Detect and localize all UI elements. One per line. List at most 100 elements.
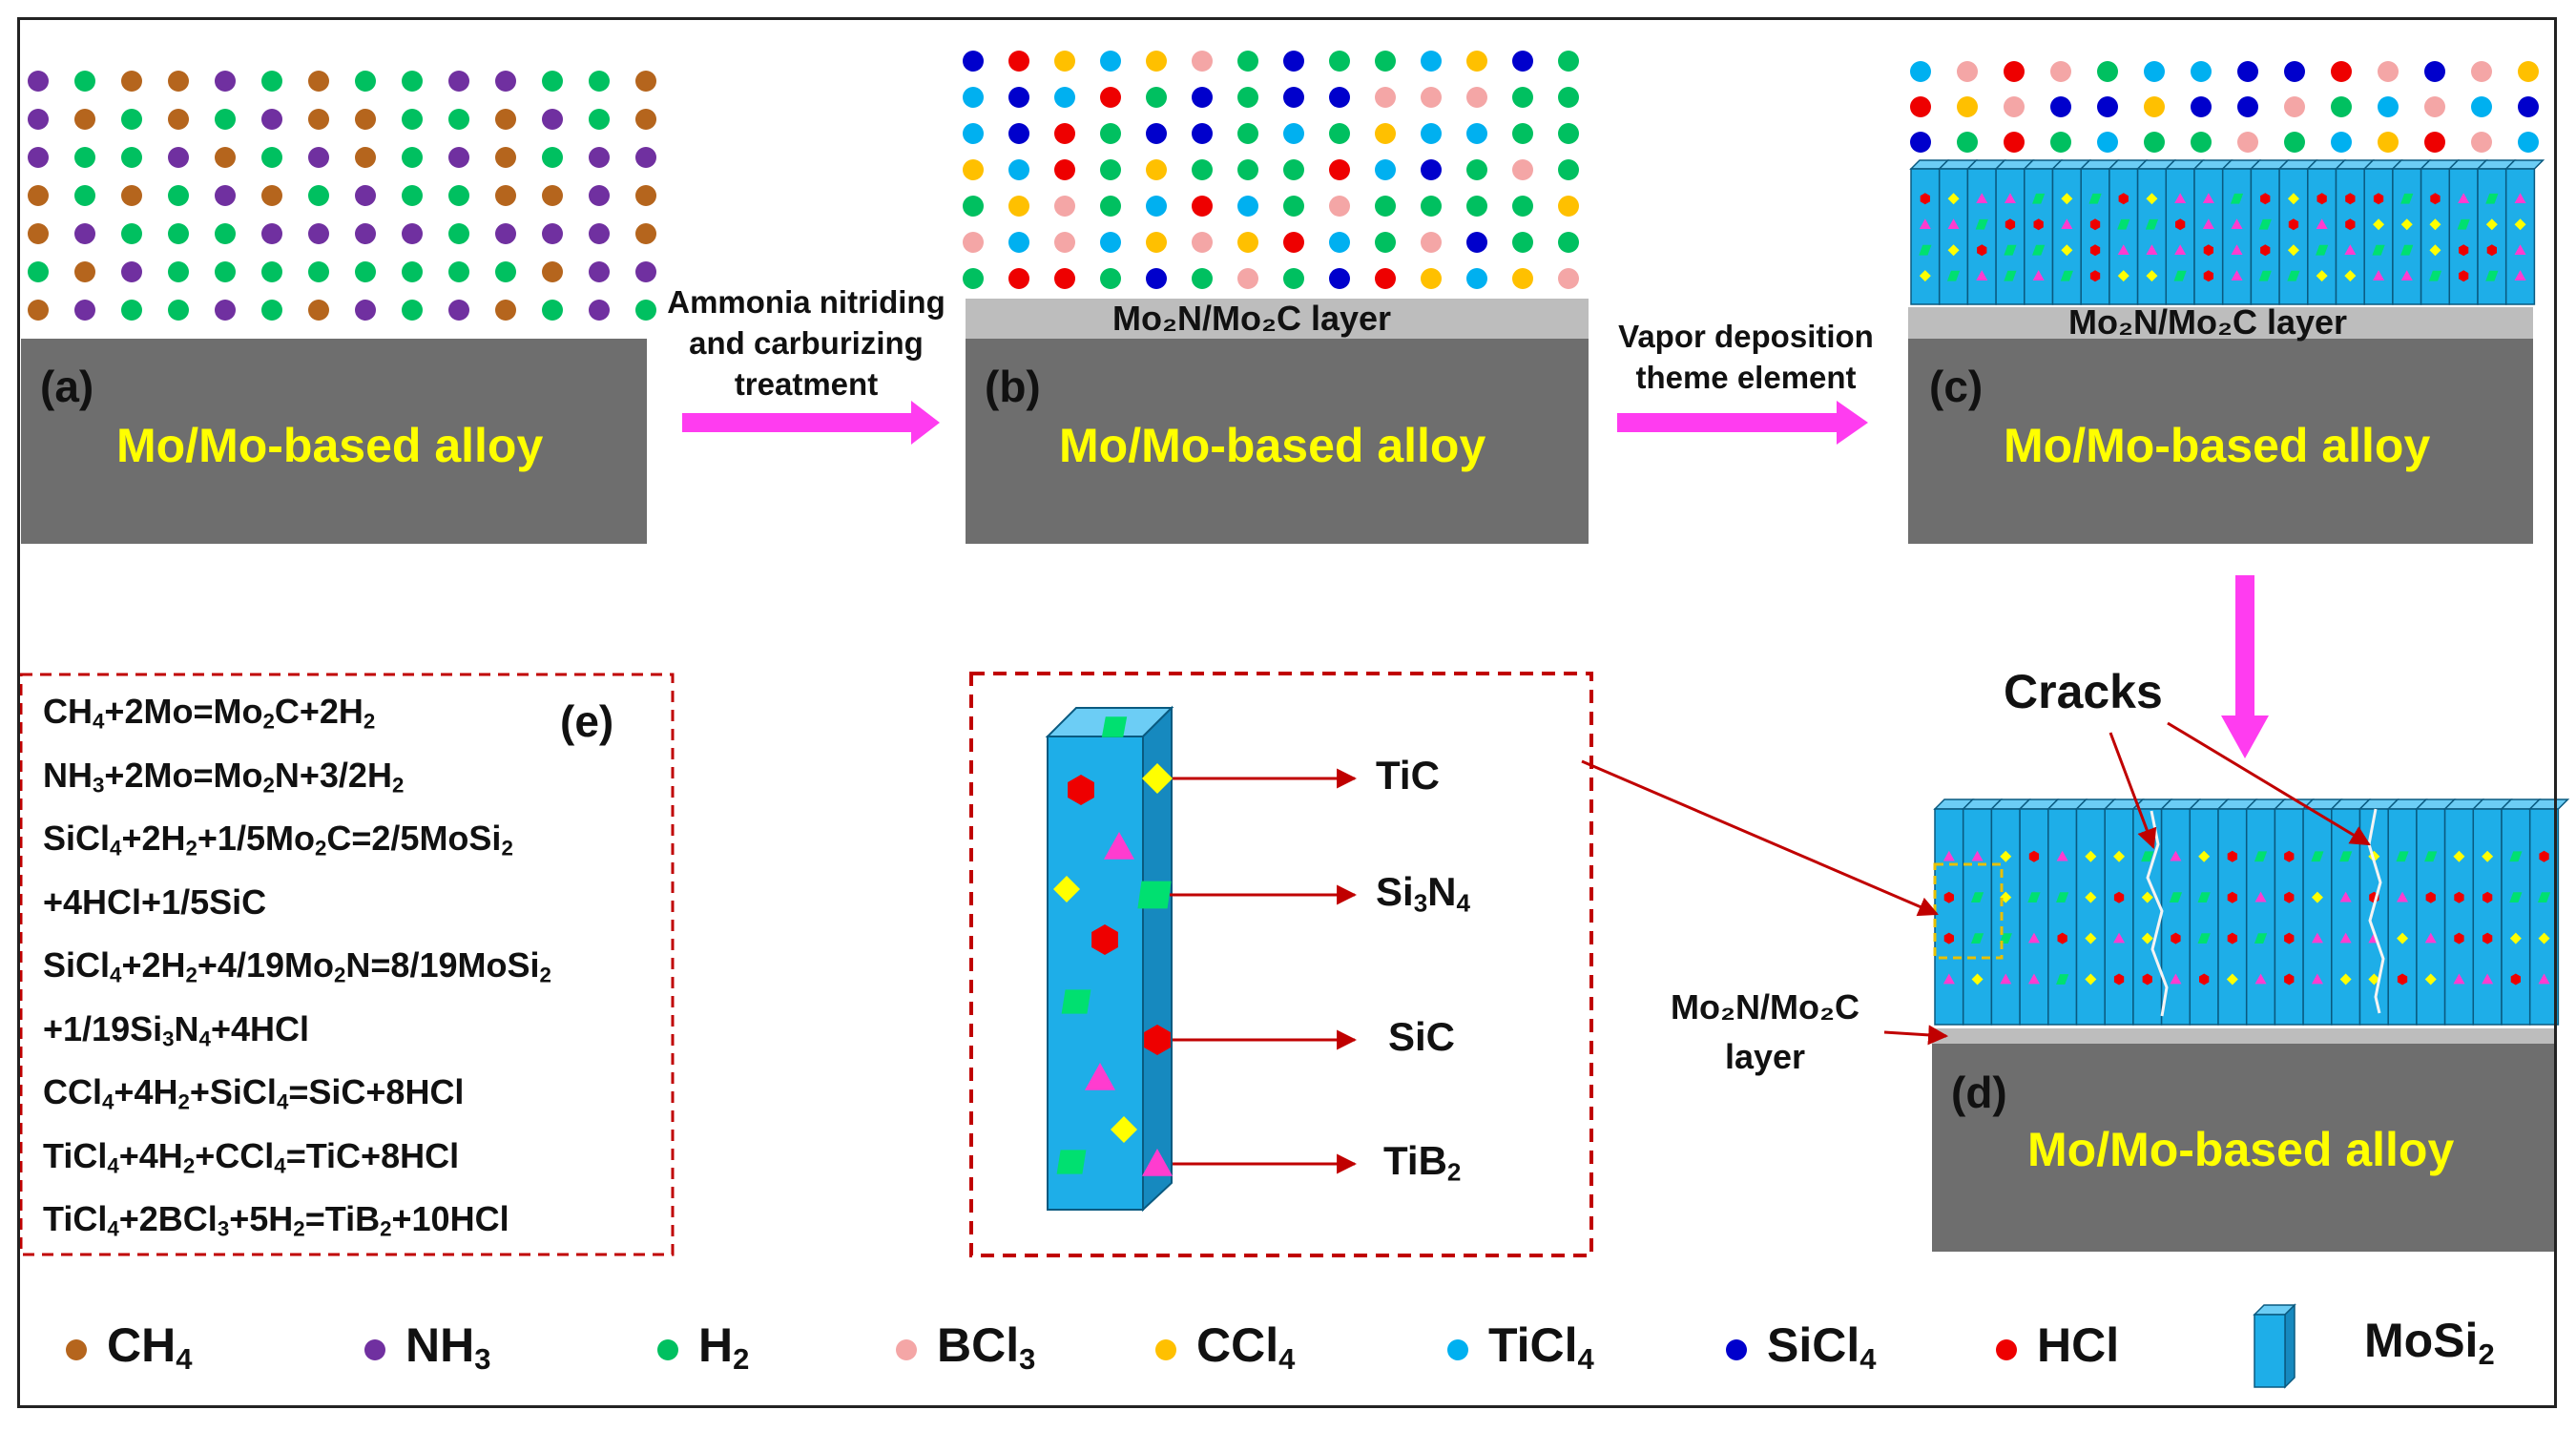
- mosi2-column: [2250, 168, 2280, 305]
- gas-molecule: [1957, 96, 1978, 117]
- gas-molecule: [402, 261, 423, 282]
- tic-marker: [2061, 193, 2073, 205]
- gas-molecule: [1910, 132, 1931, 153]
- tib2-marker: [2339, 932, 2352, 944]
- gas-molecule: [635, 261, 656, 282]
- gas-molecule: [963, 87, 984, 108]
- sic-marker: [2089, 270, 2101, 282]
- equation-line: +4HCl+1/5SiC: [43, 881, 267, 922]
- sic-marker: [2028, 850, 2040, 862]
- tib2-marker: [2174, 193, 2187, 204]
- mosi2-column: [2024, 168, 2054, 305]
- legend-label: HCl: [2037, 1318, 2120, 1372]
- si3n4-marker: [2372, 244, 2385, 256]
- sic-marker: [1068, 775, 1094, 805]
- gas-molecule: [1375, 159, 1396, 180]
- mosi2-column: [2136, 168, 2168, 305]
- gas-molecule: [448, 261, 469, 282]
- gas-molecule: [1466, 51, 1487, 72]
- gas-molecule: [1237, 87, 1258, 108]
- layer-label-b: Mo₂N/Mo₂C layer: [1112, 299, 1392, 338]
- tic-marker: [2117, 270, 2129, 282]
- gas-molecule: [261, 223, 282, 244]
- mosi2-column: [1962, 808, 1993, 1026]
- tic-marker: [2482, 850, 2494, 862]
- gas-molecule: [2424, 96, 2445, 117]
- gas-molecule: [1466, 232, 1487, 253]
- gas-molecule: [635, 71, 656, 92]
- tib2-marker: [2373, 270, 2385, 280]
- gas-molecule: [74, 300, 95, 321]
- tib2-marker: [2316, 218, 2328, 230]
- gas-molecule: [1054, 87, 1075, 108]
- product-label: Si3N4: [1376, 869, 1470, 918]
- sic-marker: [2510, 973, 2521, 985]
- mosi2-column: [2443, 808, 2475, 1026]
- mosi2-coating-d: [1933, 798, 2570, 1026]
- gas-molecule: [28, 261, 49, 282]
- gas-molecule: [1329, 51, 1350, 72]
- gas-molecule: [1375, 196, 1396, 217]
- gas-molecule: [495, 261, 516, 282]
- product-label: TiC: [1376, 753, 1440, 798]
- gas-molecule: [542, 185, 563, 206]
- magnify-pointer: [1581, 759, 1939, 917]
- substrate-c: [1908, 339, 2533, 544]
- legend-markers: [66, 1303, 2296, 1389]
- gas-molecule: [1237, 159, 1258, 180]
- gas-molecule: [1054, 268, 1075, 289]
- gas-molecule: [28, 71, 49, 92]
- tib2-marker: [2400, 270, 2413, 280]
- si3n4-marker: [1970, 892, 1984, 903]
- gas-molecule: [1192, 268, 1213, 289]
- tib2-marker: [2482, 973, 2494, 985]
- layer-label-d: Mo₂N/Mo₂C layer: [1641, 983, 1889, 1082]
- gas-molecule: [1283, 87, 1304, 108]
- gas-molecule: [1008, 196, 1029, 217]
- sic-marker: [1091, 924, 1118, 955]
- sic-marker: [2345, 218, 2356, 231]
- gas-molecule: [2284, 96, 2305, 117]
- legend-label: H2: [698, 1318, 750, 1376]
- gas-molecule: [1466, 123, 1487, 144]
- sic-marker: [2288, 218, 2299, 231]
- step-label-ab: Ammonia nitriding and carburizing treatm…: [649, 282, 964, 405]
- legend-marker: [1155, 1339, 1176, 1360]
- gas-molecule: [121, 223, 142, 244]
- si3n4-marker: [1137, 881, 1172, 909]
- gas-molecule: [963, 123, 984, 144]
- gas-molecule: [2097, 96, 2118, 117]
- si3n4-marker: [2141, 851, 2154, 862]
- si3n4-marker: [1919, 244, 1932, 256]
- gas-molecule: [2004, 132, 2025, 153]
- gas-molecule: [2378, 96, 2399, 117]
- si3n4-marker: [2509, 851, 2523, 862]
- gas-molecule: [1283, 232, 1304, 253]
- tic-marker: [2397, 932, 2409, 944]
- gas-molecule: [635, 147, 656, 168]
- tib2-marker: [1971, 850, 1984, 861]
- gas-molecule: [2050, 61, 2071, 82]
- gas-molecule: [1283, 159, 1304, 180]
- si3n4-marker: [1101, 716, 1128, 737]
- si3n4-marker: [2230, 193, 2244, 204]
- si3n4-marker: [2339, 851, 2353, 862]
- substrate-label-b: Mo/Mo-based alloy: [1059, 419, 1486, 472]
- tic-marker: [2287, 193, 2299, 205]
- gas-molecules-c: [1910, 61, 2539, 153]
- gas-molecule: [1054, 51, 1075, 72]
- legend-label: CCl4: [1196, 1318, 1296, 1376]
- gas-molecule: [1375, 123, 1396, 144]
- step-bc-line1: Vapor deposition: [1618, 319, 1874, 354]
- gas-molecule: [355, 185, 376, 206]
- tic-marker: [2538, 932, 2550, 944]
- gas-molecule: [589, 261, 610, 282]
- gas-molecule: [355, 223, 376, 244]
- substrate-label-a: Mo/Mo-based alloy: [116, 419, 544, 472]
- substrate-label-c: Mo/Mo-based alloy: [2004, 419, 2431, 472]
- gas-molecule: [1100, 87, 1121, 108]
- gas-molecule: [1957, 132, 1978, 153]
- sic-marker: [2486, 244, 2497, 257]
- mosi2-column: [2528, 808, 2560, 1026]
- sic-marker: [2284, 932, 2295, 944]
